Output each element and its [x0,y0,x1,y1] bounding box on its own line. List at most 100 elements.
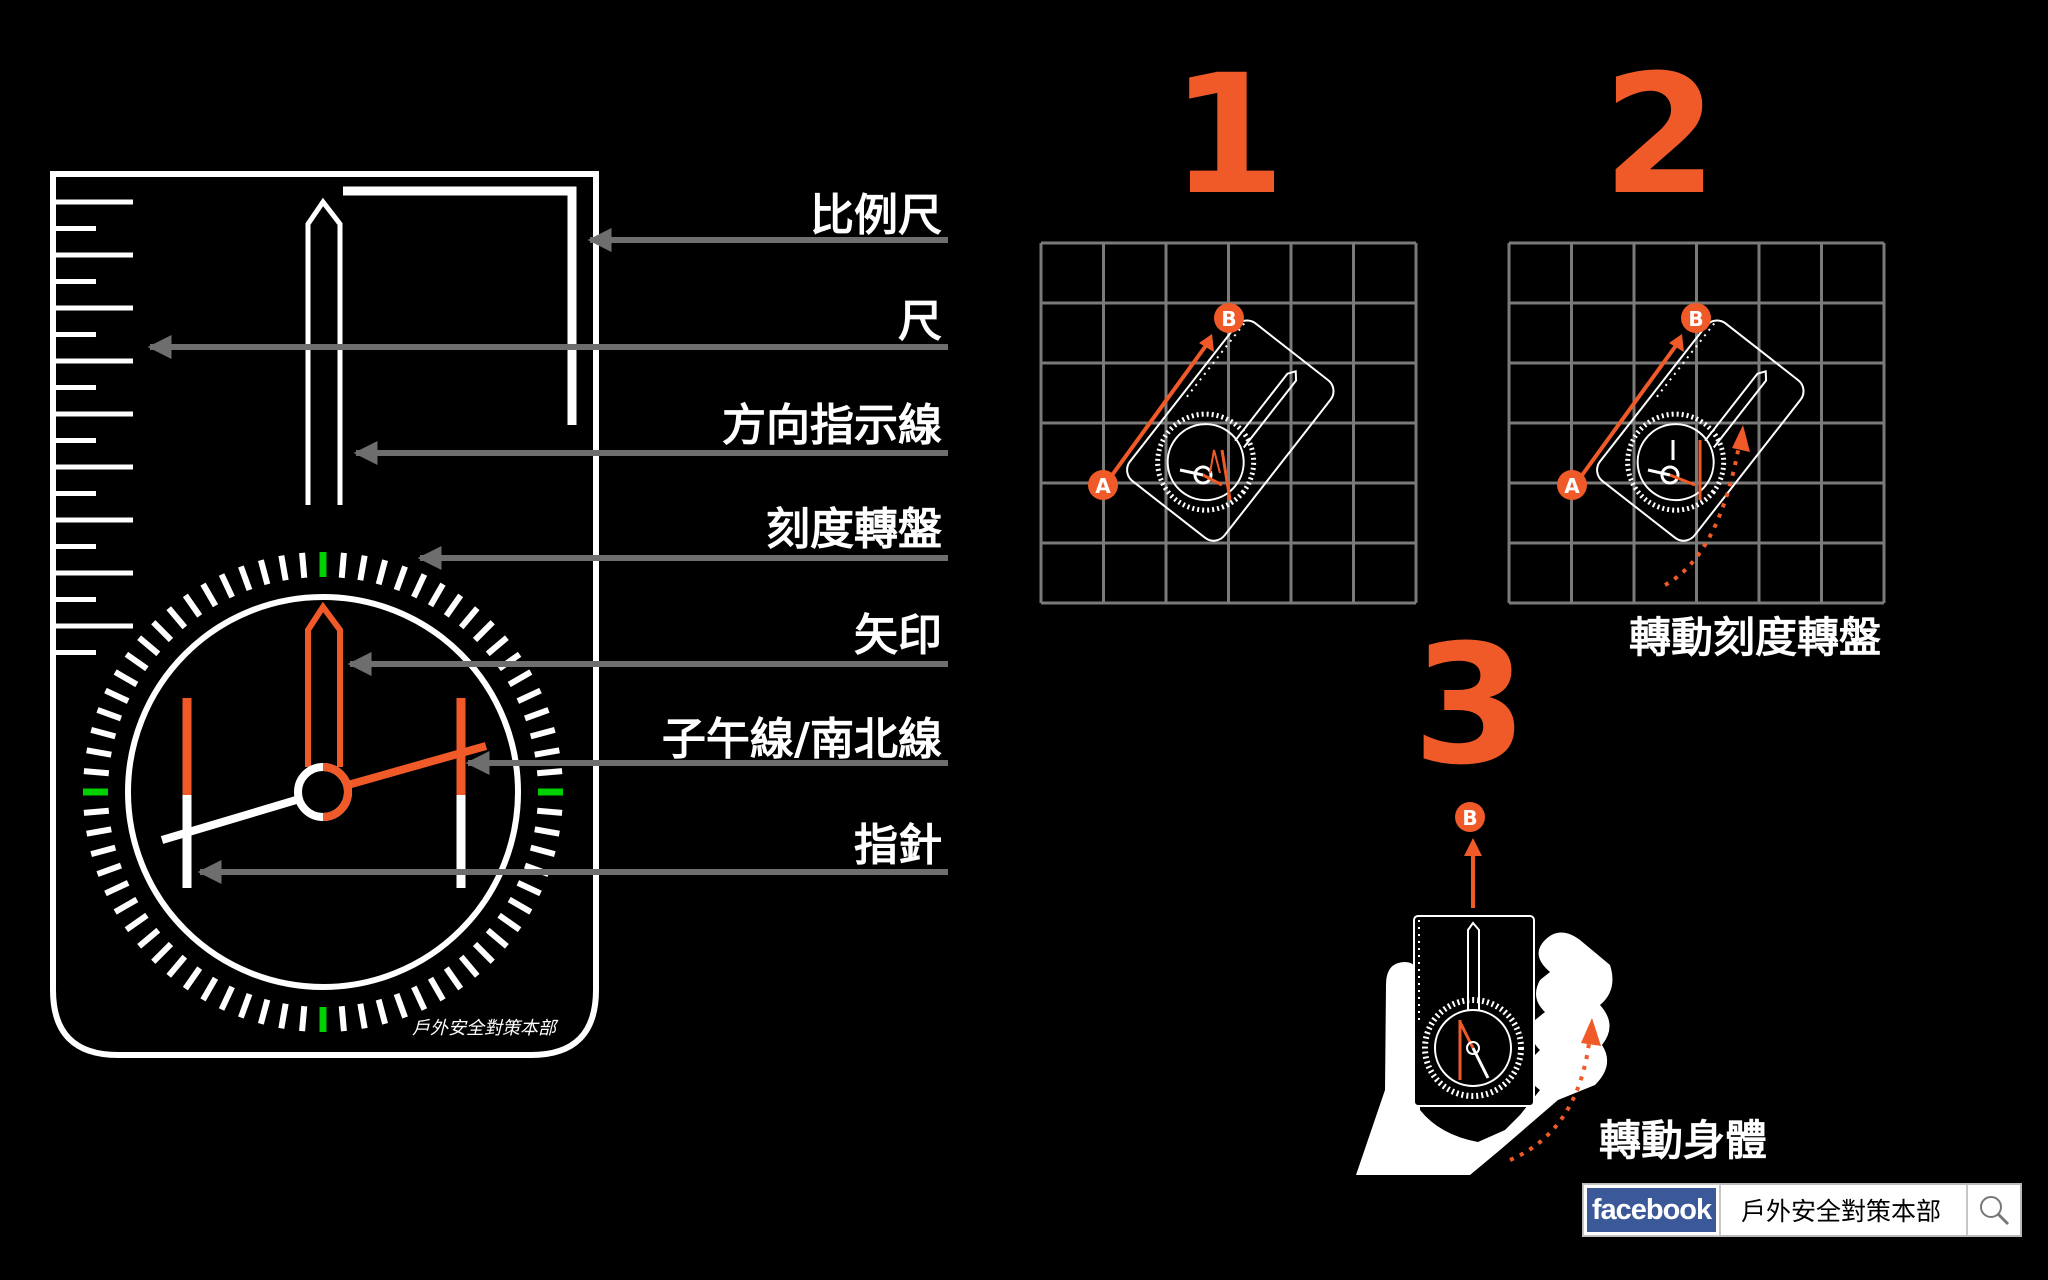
dial-tick [472,620,495,643]
label-needle: 指針 [854,820,942,871]
step-2-map-grid [1507,241,1886,605]
facebook-page-bar[interactable]: facebook 戶外安全對策本部 [1582,1183,2022,1237]
dial-tick-ring [83,552,563,1032]
dial-tick [182,593,203,618]
dial-tick [357,555,368,581]
facebook-logo[interactable]: facebook [1583,1184,1720,1236]
hand-silhouette [1356,932,1613,1175]
dial-tick [86,826,112,837]
compass-needle [160,742,488,844]
dial-tick [113,896,139,915]
dial-tick [393,565,408,591]
ruler-scale [56,199,133,655]
step-1-point-b-label: B [1221,307,1236,331]
step-1-map-grid [1039,241,1418,605]
dial-tick [516,880,542,897]
dial-tick [104,880,130,897]
dial-tick [182,966,203,991]
dial-tick [497,912,522,933]
step-3-caption: 轉動身體 [1599,1116,1767,1165]
dial-tick [338,552,347,579]
dial-tick [534,747,560,758]
dial-tick [375,998,389,1025]
dial-tick [218,985,235,1011]
dial-tick [485,635,509,657]
dial-tick [200,582,219,608]
dial-tick [524,707,550,722]
step-2-point-b-label: B [1688,307,1703,331]
dial-tick [257,998,271,1025]
dial-tick [238,565,253,591]
label-arrows [147,228,948,884]
dial-tick [137,635,161,657]
dial-tick [507,669,533,688]
label-meridian: 子午線/南北線 [662,714,942,765]
dial-tick [411,573,428,599]
dial-tick [113,669,139,688]
direction-of-travel-arrow [305,197,343,505]
dial-tick [90,844,117,858]
step-3-number: 3 [1413,609,1528,801]
label-dial: 刻度轉盤 [766,504,942,555]
dial-tick [411,985,428,1011]
dial-tick [393,993,408,1019]
dial-tick [529,726,556,740]
step-1-point-a [1088,470,1118,500]
dial-tick [90,726,117,740]
step-3-illustration [1356,802,1613,1175]
step-2-point-a [1557,470,1587,500]
dial-inner-circle [125,594,521,990]
dial-tick [200,976,219,1002]
dial-tick [338,1005,347,1032]
label-ruler: 尺 [898,296,942,347]
dial-tick [83,807,110,816]
dial-tick [151,941,174,964]
dial-tick [299,552,308,579]
dial-tick [166,606,188,630]
dial-tick [529,844,556,858]
dial-tick [218,573,235,599]
step-2-caption: 轉動刻度轉盤 [1629,613,1881,662]
dial-tick [299,1005,308,1032]
dial-tick [458,606,480,630]
dial-tick [124,651,149,672]
search-icon[interactable] [1968,1185,2020,1235]
dial-tick [86,747,112,758]
brand-stamp: 戶外安全對策本部 [412,1018,559,1039]
step-1-point-b [1214,303,1244,333]
dial-tick [137,927,161,949]
step-2-point-b [1681,303,1711,333]
dial-tick [443,966,464,991]
step-2-point-a-label: A [1564,474,1580,498]
dial-tick [151,620,174,643]
baseplate-outline [50,171,599,1058]
dial-tick [166,954,188,978]
step-2-number: 2 [1603,39,1718,231]
dial-tick [427,582,446,608]
dial-tick [507,896,533,915]
dial-tick [257,559,271,586]
map-scale-bracket [343,186,577,425]
dial-tick [472,941,495,964]
dial-tick [536,807,563,816]
label-scale: 比例尺 [810,190,942,241]
dial-tick [516,687,542,704]
dial-tick [375,559,389,586]
dial-tick [83,768,110,777]
label-arrow: 矢印 [854,610,942,661]
step-3-point-b [1455,802,1485,832]
dial-tick [124,912,149,933]
orienting-arrow [305,601,343,767]
dial-tick [536,768,563,777]
compass-diagram: 戶外安全對策本部 [50,171,599,1058]
facebook-page-name[interactable]: 戶外安全對策本部 [1719,1185,1968,1235]
step-1-number: 1 [1171,39,1286,231]
dial-tick [443,593,464,618]
dial-tick [96,707,122,722]
step-3-point-b-label: B [1462,806,1477,830]
dial-tick [278,1003,289,1029]
dial-tick [96,862,122,877]
dial-tick [458,954,480,978]
dial-tick [238,993,253,1019]
dial-tick [534,826,560,837]
